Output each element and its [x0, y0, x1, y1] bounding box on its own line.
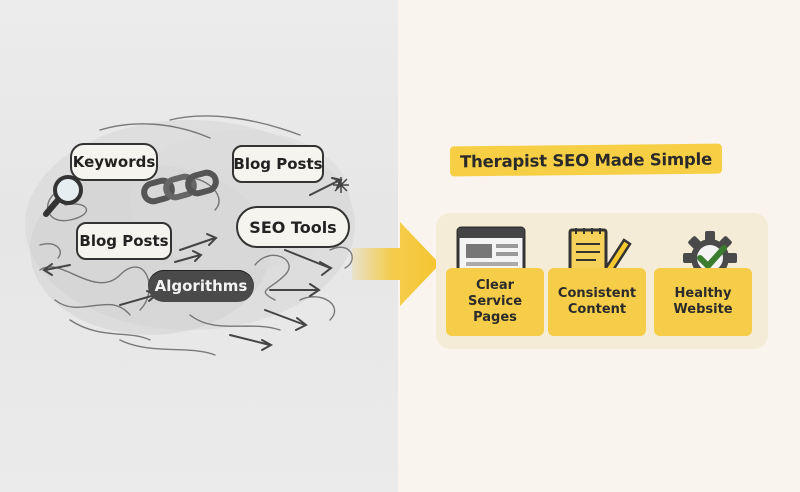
card-consistent-content: Consistent Content [548, 268, 646, 336]
blog-posts-bubble-top: Blog Posts [232, 145, 324, 183]
chain-link-icon [141, 169, 219, 205]
page-title: Therapist SEO Made Simple [459, 149, 713, 171]
chaos-panel: Keywords Blog Posts Blog Posts SEO Tools… [0, 0, 398, 492]
card-healthy-website: Healthy Website [654, 268, 752, 336]
keywords-bubble: Keywords [70, 143, 158, 181]
card-clear-service-pages: Clear Service Pages [446, 268, 544, 336]
algorithms-pill: Algorithms [148, 270, 254, 302]
blog-posts-bubble-bottom: Blog Posts [76, 222, 172, 260]
scribble-cloud [25, 115, 355, 356]
star-icon [333, 177, 349, 193]
title-banner: Therapist SEO Made Simple [449, 143, 723, 177]
magnifier-icon [43, 175, 83, 217]
seo-tools-bubble: SEO Tools [236, 206, 350, 248]
transition-arrow-icon [352, 222, 440, 306]
